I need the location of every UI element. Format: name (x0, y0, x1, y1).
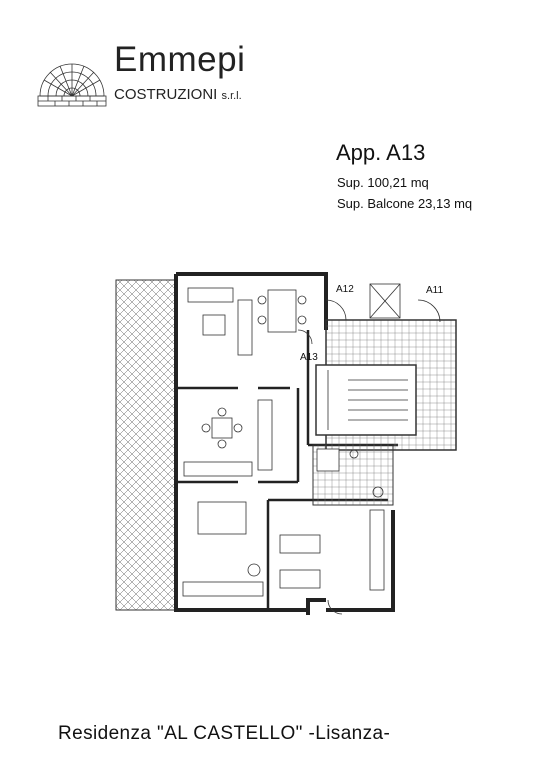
staircase-logo-icon (37, 63, 107, 107)
company-subtitle-main: COSTRUZIONI (114, 86, 218, 103)
plan-label-a11: A11 (426, 285, 444, 296)
doors (297, 299, 441, 615)
floor-plan (115, 272, 457, 615)
elevator (369, 283, 401, 319)
company-name: Emmepi (114, 40, 246, 79)
master-bedroom (182, 501, 264, 597)
apartment-title: App. A13 (336, 140, 426, 165)
outer-walls (174, 272, 395, 615)
plan-label-a13: A13 (300, 352, 318, 363)
company-subtitle: COSTRUZIONI s.r.l. (114, 86, 242, 105)
bathroom (312, 444, 394, 506)
landing (315, 319, 457, 451)
living-furniture (187, 287, 307, 356)
residence-title: Residenza "AL CASTELLO" -Lisanza- (58, 723, 391, 744)
company-subtitle-suffix: s.r.l. (221, 90, 242, 102)
apartment-balcony-surface: Sup. Balcone 23,13 mq (337, 196, 473, 211)
plan-label-a12: A12 (336, 284, 354, 295)
kitchen-furniture (183, 399, 273, 477)
balcony (115, 279, 177, 611)
second-bedroom (279, 509, 385, 591)
company-logo: Emmepi COSTRUZIONI s.r.l. (36, 36, 266, 116)
apartment-surface: Sup. 100,21 mq (337, 175, 429, 190)
